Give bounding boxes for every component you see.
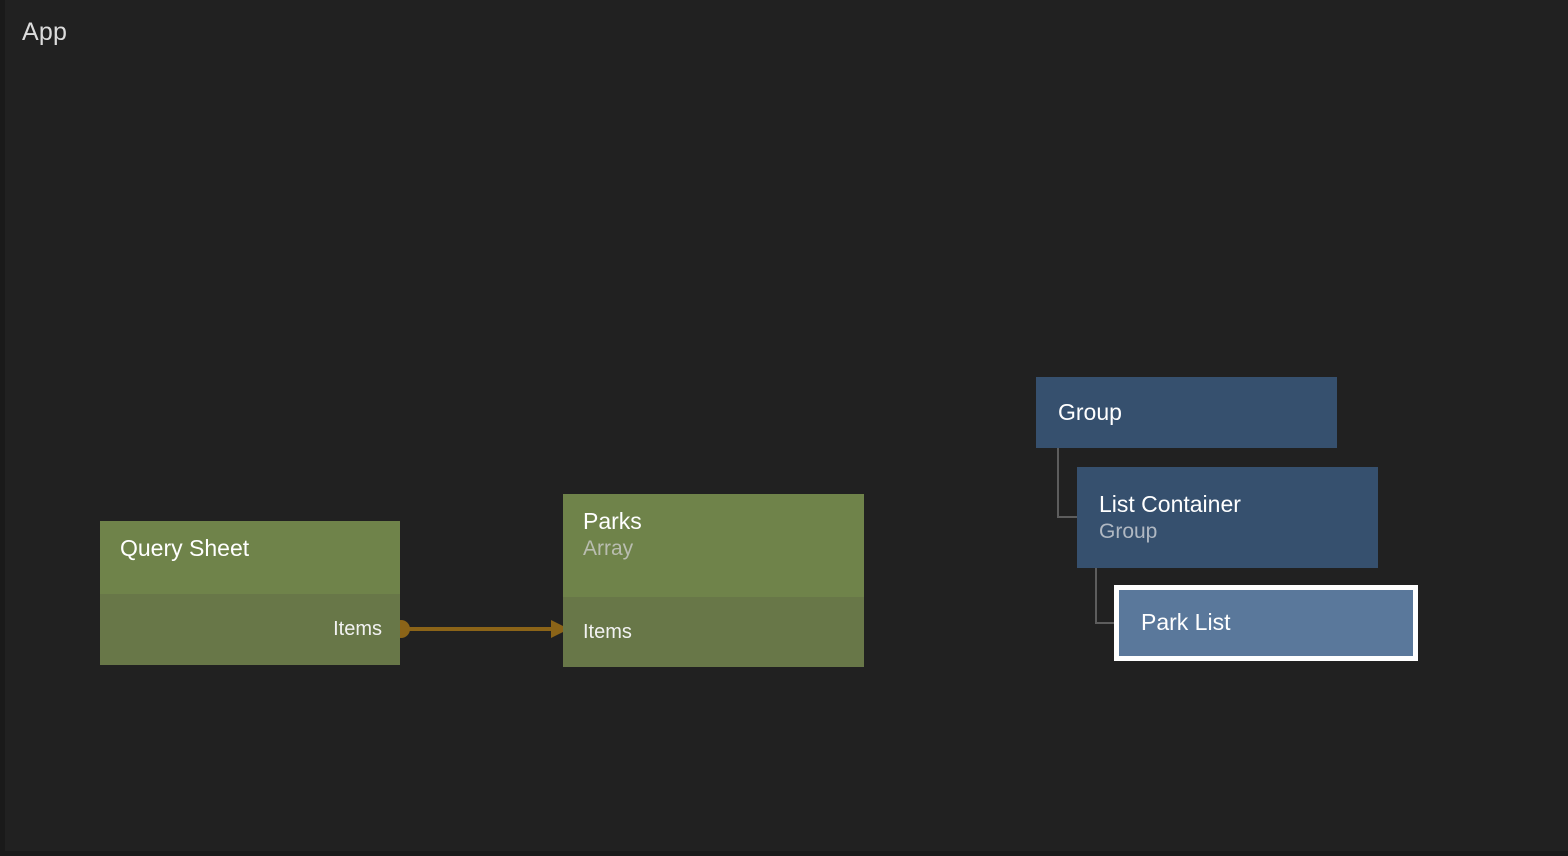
port-label: Items xyxy=(583,620,632,643)
node-title: Parks xyxy=(583,508,642,534)
node-body: Items xyxy=(100,594,400,665)
canvas-title: App xyxy=(22,18,68,46)
graph-node-parks[interactable]: Parks Array Items xyxy=(563,494,864,667)
tree-node-group[interactable]: Group xyxy=(1036,377,1337,448)
port-label: Items xyxy=(333,618,382,640)
tree-node-title: Park List xyxy=(1141,609,1231,636)
node-header: Parks Array xyxy=(563,494,864,597)
node-title: Query Sheet xyxy=(120,535,250,561)
node-header: Query Sheet xyxy=(100,521,400,594)
graph-node-query-sheet[interactable]: Query Sheet Items xyxy=(100,521,400,665)
tree-node-title: Group xyxy=(1058,398,1122,425)
tree-connector-group-to-list-container xyxy=(1057,448,1079,518)
tree-connector-list-container-to-park-list xyxy=(1095,568,1117,624)
tree-node-title: List Container xyxy=(1099,490,1241,517)
output-port-items[interactable]: Items xyxy=(100,594,400,665)
canvas-bottom-edge xyxy=(0,851,1568,856)
node-subtitle: Array xyxy=(583,537,634,561)
tree-node-list-container[interactable]: List Container Group xyxy=(1077,467,1378,568)
node-body: Items xyxy=(563,597,864,667)
tree-node-subtitle: Group xyxy=(1099,519,1158,543)
input-port-items[interactable]: Items xyxy=(563,597,864,667)
canvas-left-edge xyxy=(0,0,5,856)
tree-node-park-list[interactable]: Park List xyxy=(1114,585,1418,661)
